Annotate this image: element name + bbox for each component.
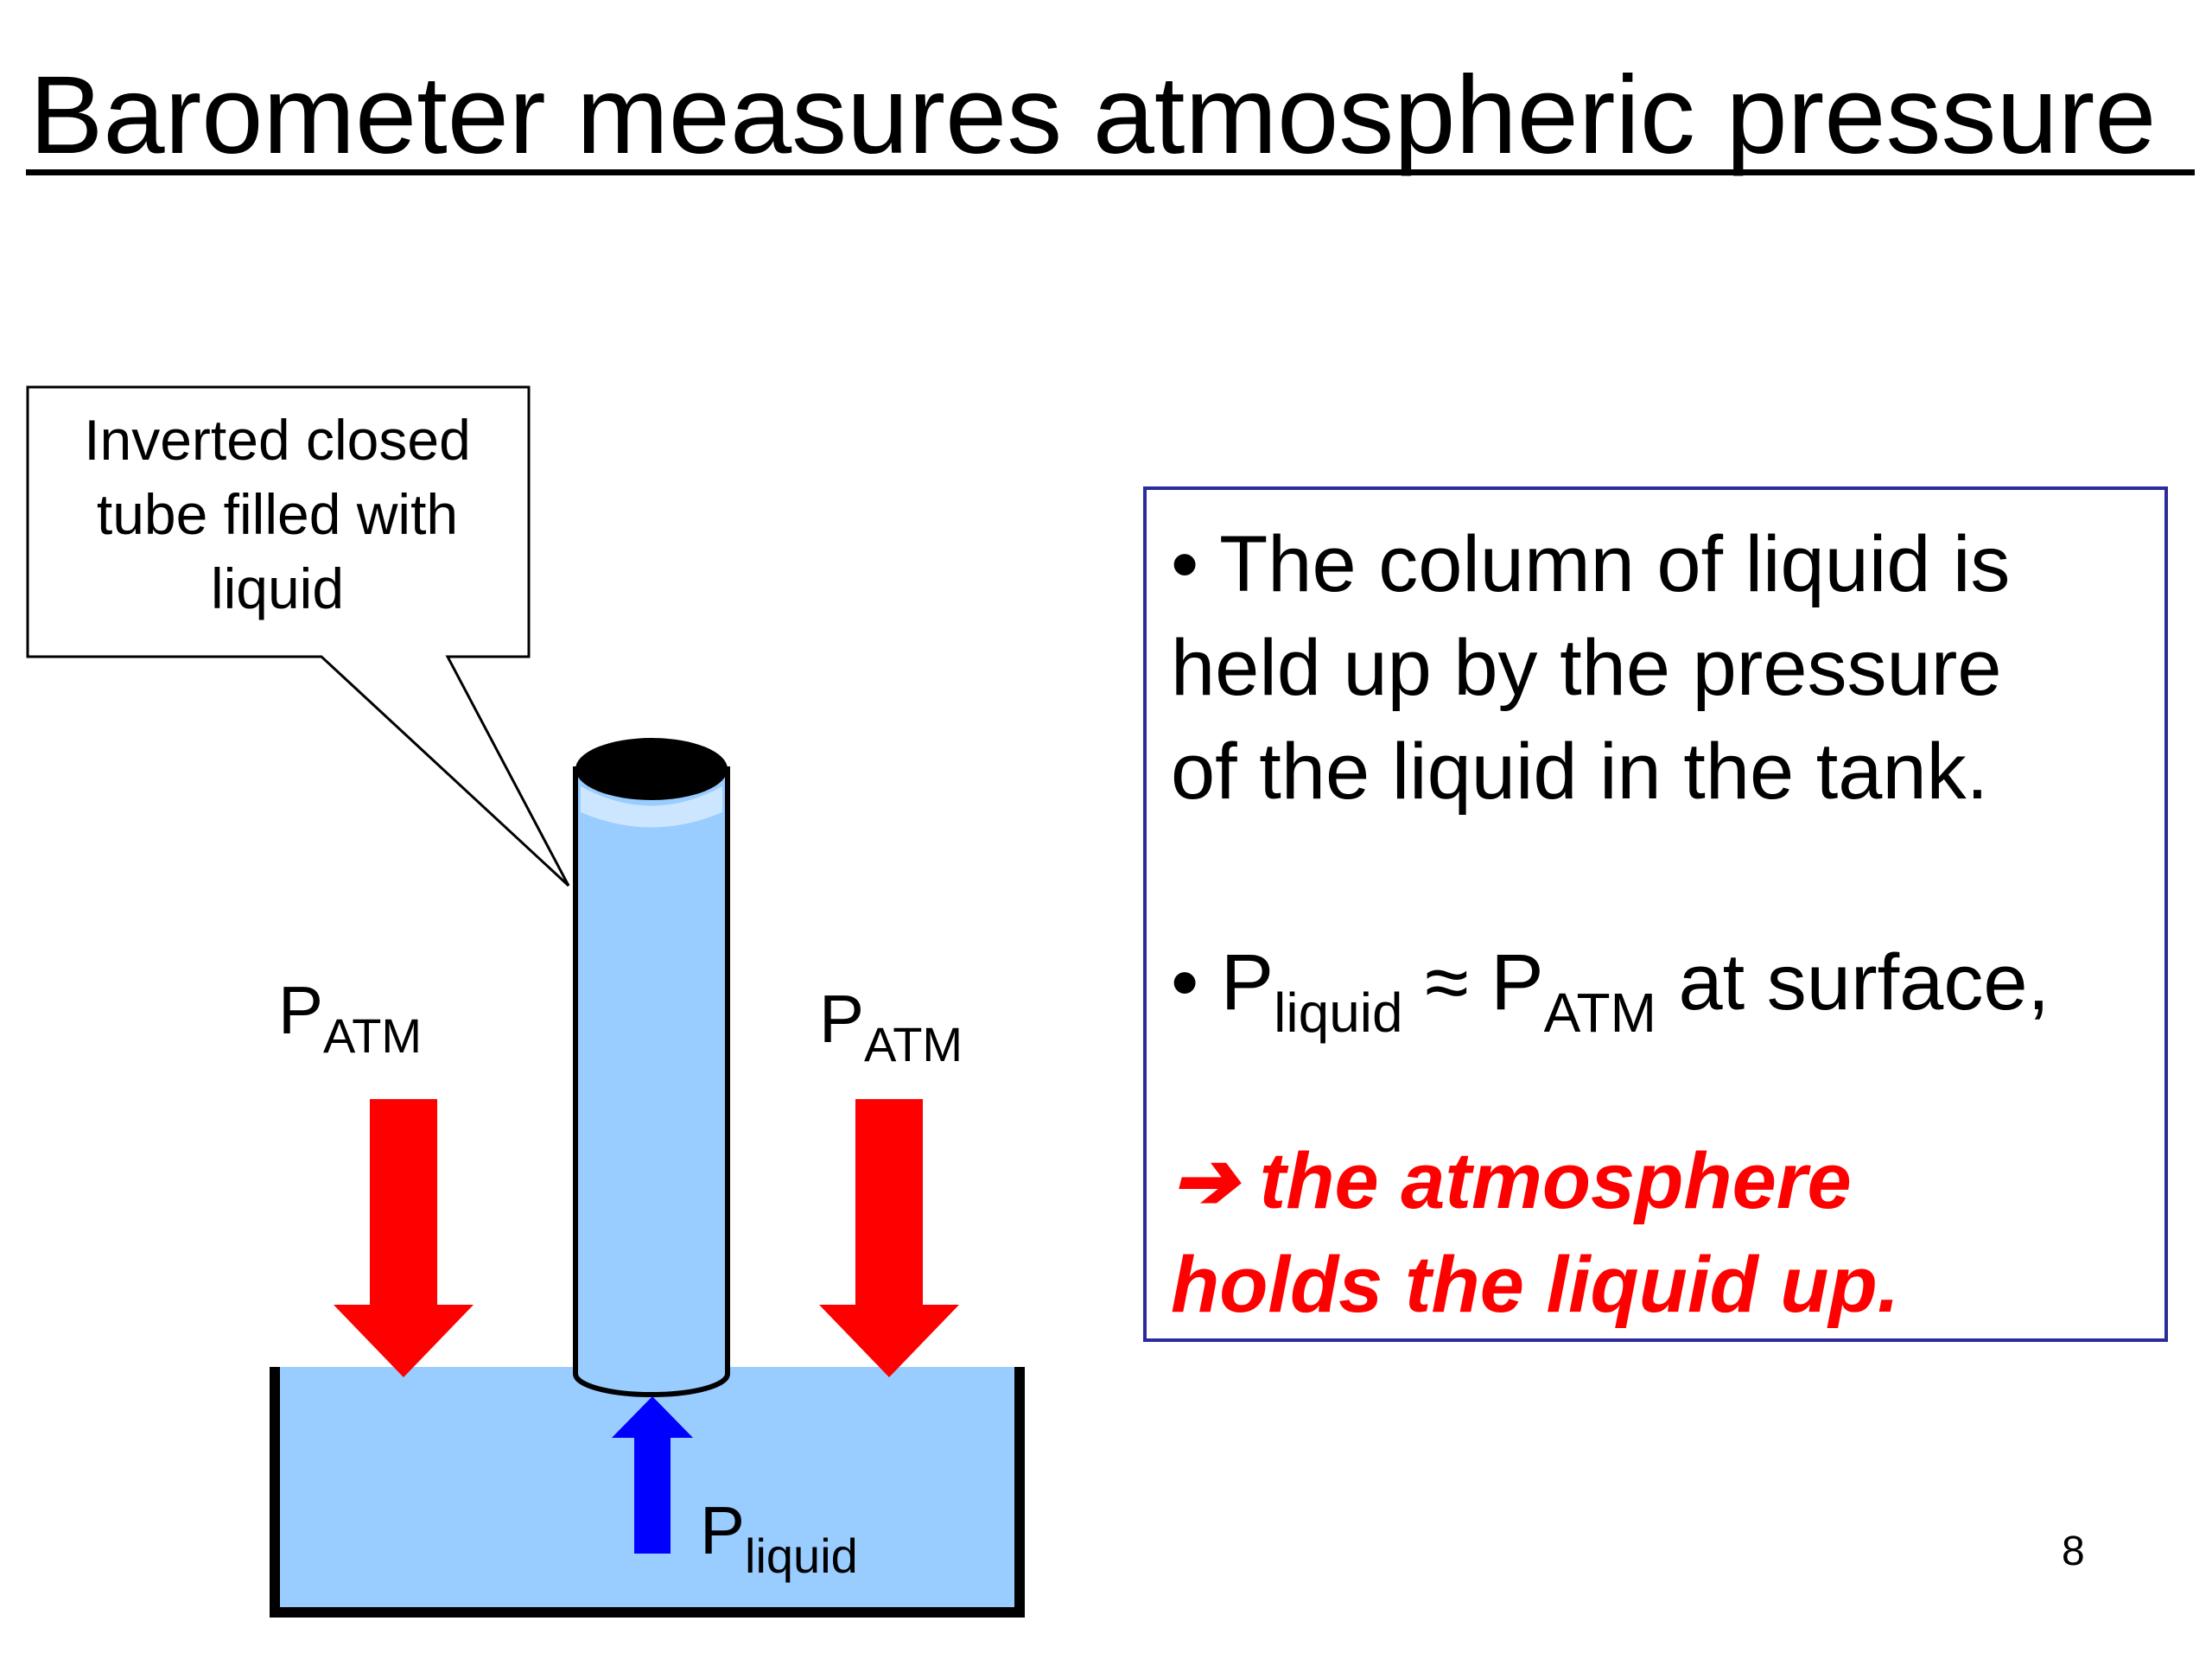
arrow-icon: ➔ <box>1171 1137 1238 1225</box>
patm-arrow-left <box>334 1099 474 1377</box>
callout-text: Inverted closed tube filled with liquid <box>31 403 524 626</box>
page-number: 8 <box>2062 1529 2085 1574</box>
explanation-conclusion: ➔ the atmosphere holds the liquid up. <box>1171 1137 1900 1329</box>
slide-title: Barometer measures atmospheric pressure <box>29 54 2157 177</box>
pliquid-arrow <box>612 1396 693 1554</box>
callout-line: liquid <box>210 556 345 620</box>
patm-label-right: PATM <box>819 981 963 1071</box>
callout-line: Inverted closed <box>84 408 471 472</box>
callout-line: tube filled with <box>96 482 459 546</box>
callout-bubble <box>26 385 570 887</box>
patm-label-left: PATM <box>278 972 423 1063</box>
pliquid-label: Pliquid <box>700 1492 858 1583</box>
patm-arrow-right <box>819 1099 959 1377</box>
tube-highlight <box>581 786 722 828</box>
tube-cap <box>575 738 728 800</box>
tank-walls <box>270 1367 1025 1618</box>
title-underline <box>26 169 2195 175</box>
tube-body <box>573 766 730 1397</box>
explanation-paragraph-1: • The column of liquid is held up by the… <box>1171 520 2011 816</box>
explanation-paragraph-2: • Pliquid ≈ PATM at surface, <box>1171 938 2050 1044</box>
explanation-box: • The column of liquid is held up by the… <box>1143 486 2168 1342</box>
